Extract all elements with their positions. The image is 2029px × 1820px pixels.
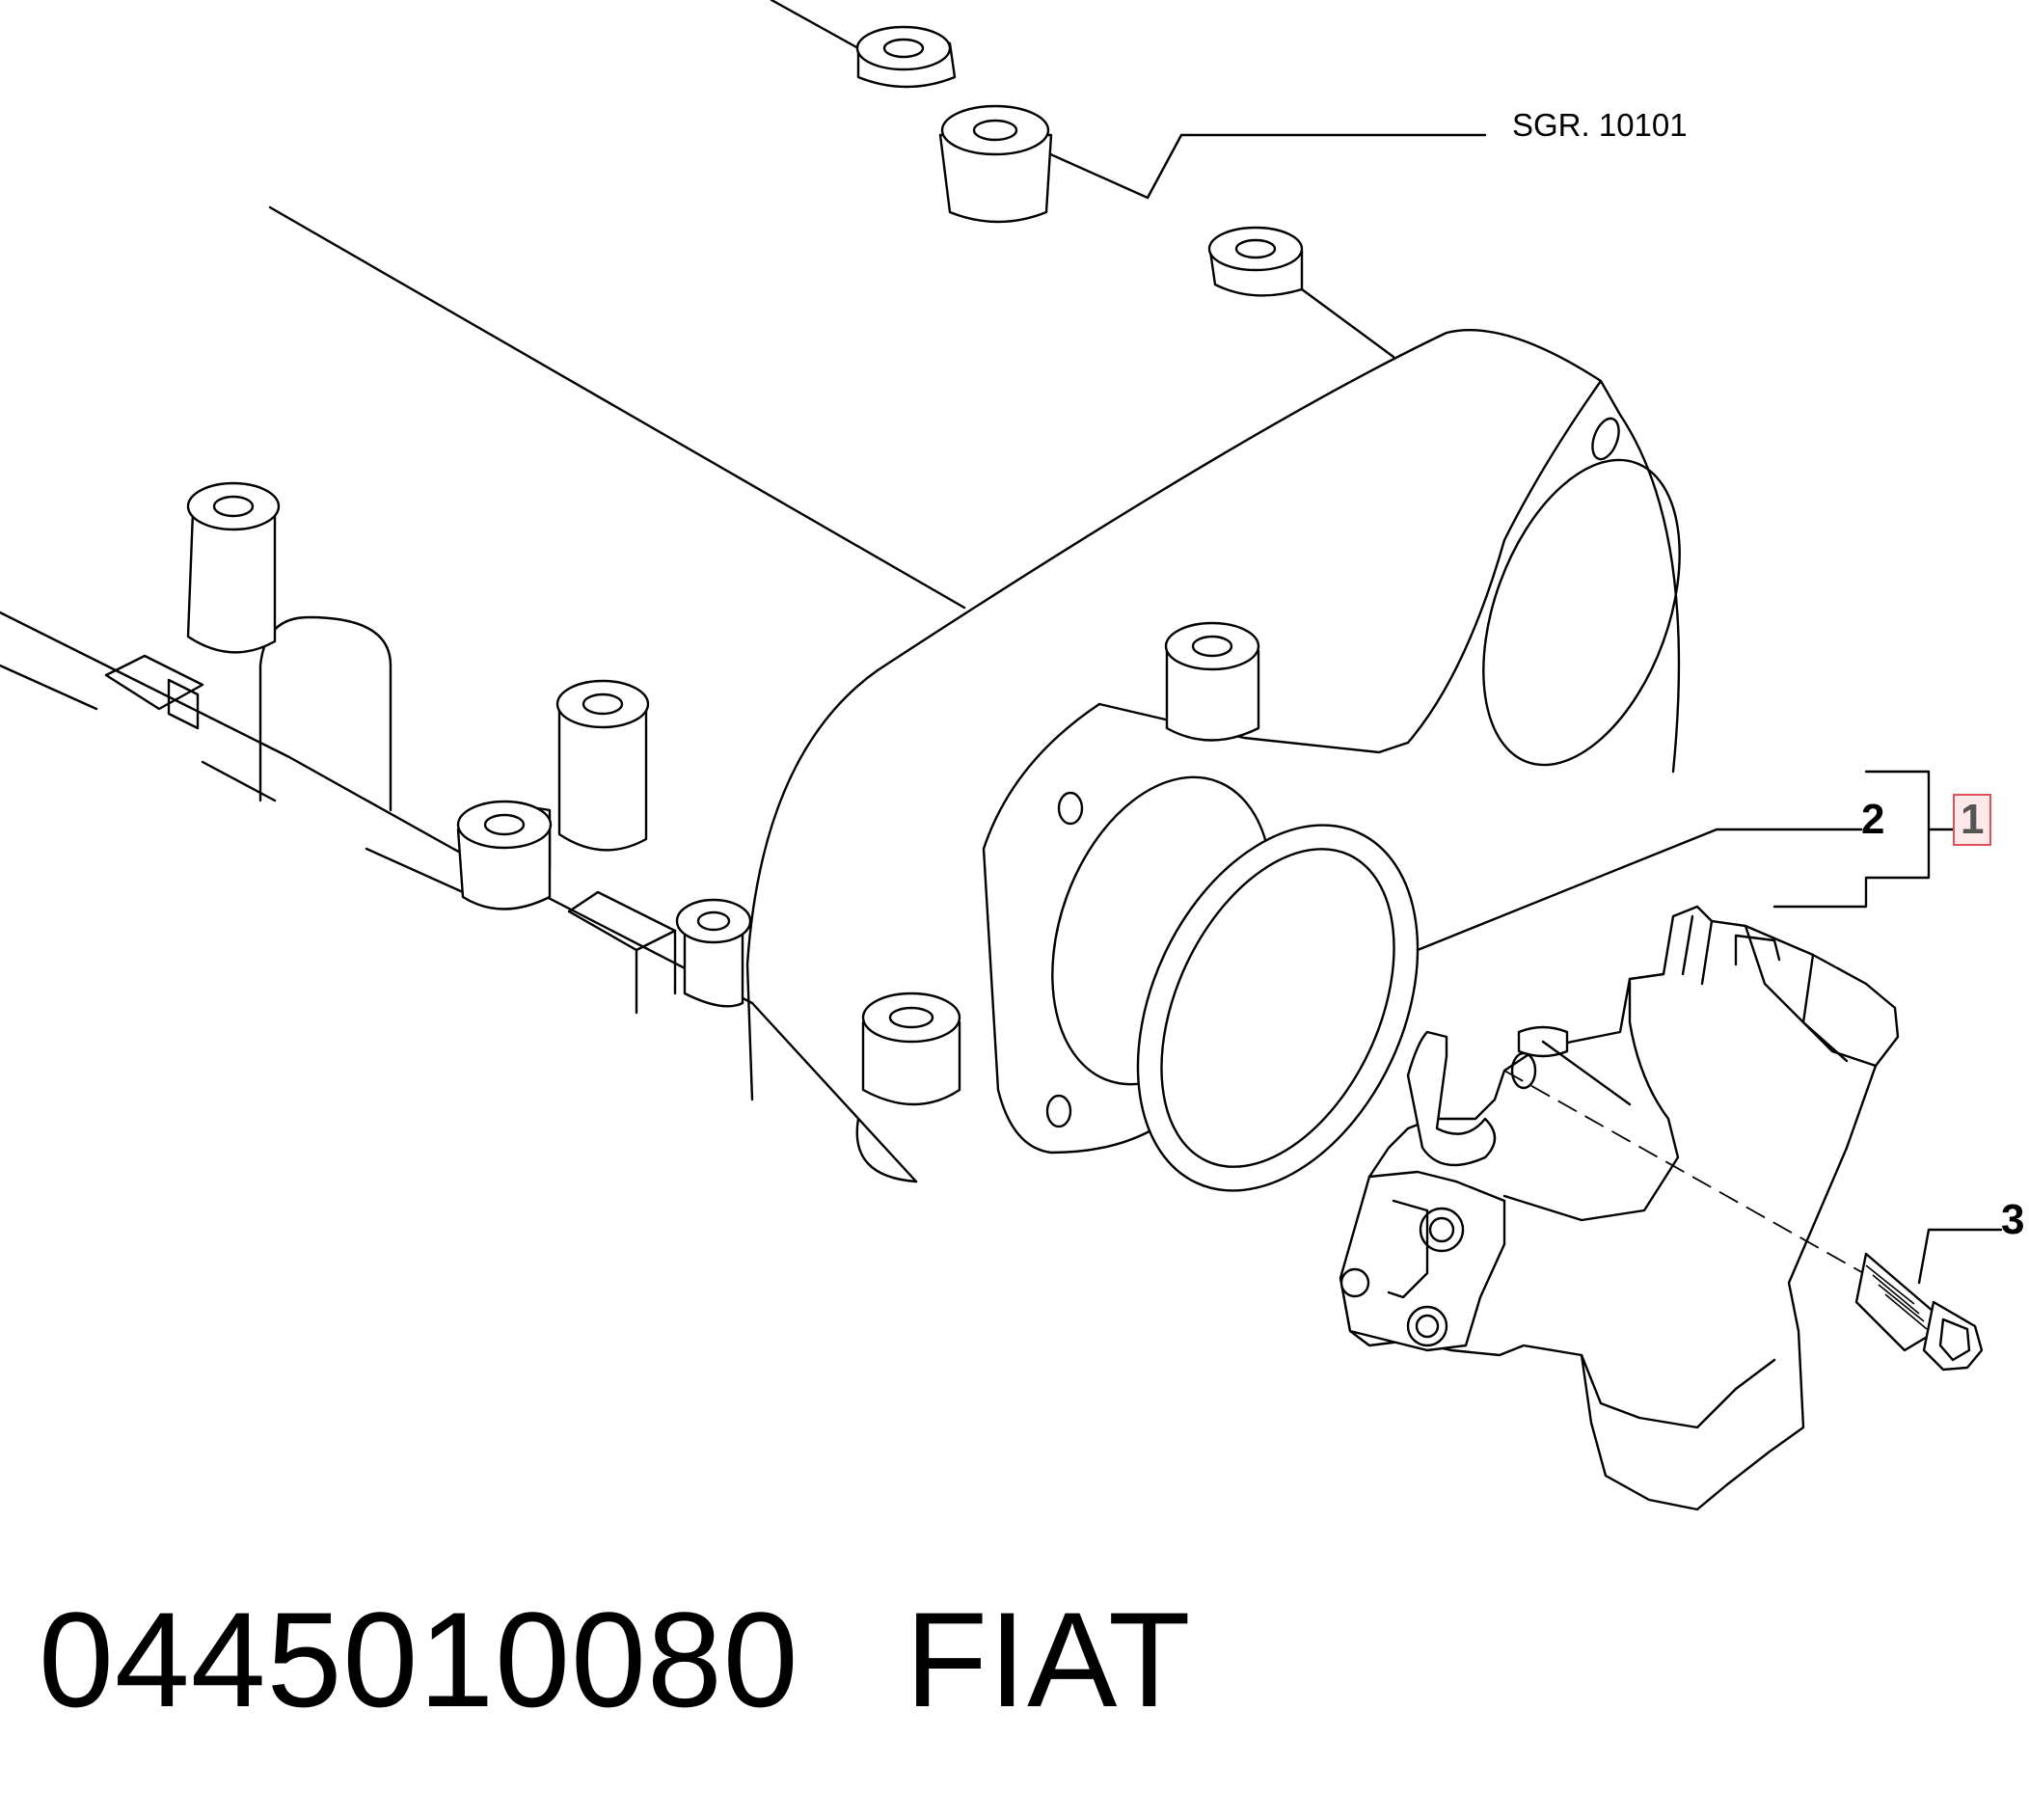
bolt-bosses xyxy=(186,25,1304,1106)
gasket xyxy=(1136,824,1420,1192)
part-caption: 0445010080 FIAT xyxy=(39,1582,1192,1738)
reference-label: SGR. 10101 xyxy=(1512,107,1688,143)
callout-2[interactable]: 2 xyxy=(1861,796,1885,843)
high-pressure-pump xyxy=(1339,905,1900,1511)
brand-name: FIAT xyxy=(905,1584,1192,1735)
bolt xyxy=(1854,1252,1984,1372)
callout-3[interactable]: 3 xyxy=(2001,1196,2025,1243)
cylinder-head xyxy=(0,0,1681,1183)
part-number: 0445010080 xyxy=(39,1584,799,1735)
callout-1[interactable]: 1 xyxy=(1953,794,1992,846)
callout-leaders xyxy=(1146,133,2003,1285)
